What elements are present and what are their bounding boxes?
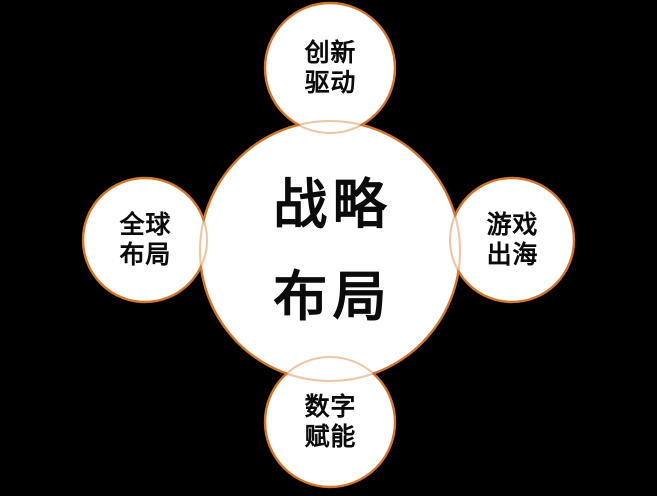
- satellite-circle-left-fill: [83, 178, 207, 302]
- satellite-circle-bottom-outline: [263, 355, 397, 489]
- satellite-circle-top-outline: [263, 1, 397, 135]
- satellite-circle-right-outline: [448, 176, 576, 304]
- circle-outlines-satellites: [81, 1, 576, 489]
- center-circle-outline: [198, 119, 462, 383]
- satellite-circle-right-fill: [450, 178, 574, 302]
- satellite-circle-bottom-fill: [265, 357, 395, 487]
- satellite-circle-left-outline: [81, 176, 209, 304]
- center-circle-fill: [200, 121, 460, 381]
- satellite-circle-top-fill: [265, 3, 395, 133]
- circle-fills: [83, 3, 574, 487]
